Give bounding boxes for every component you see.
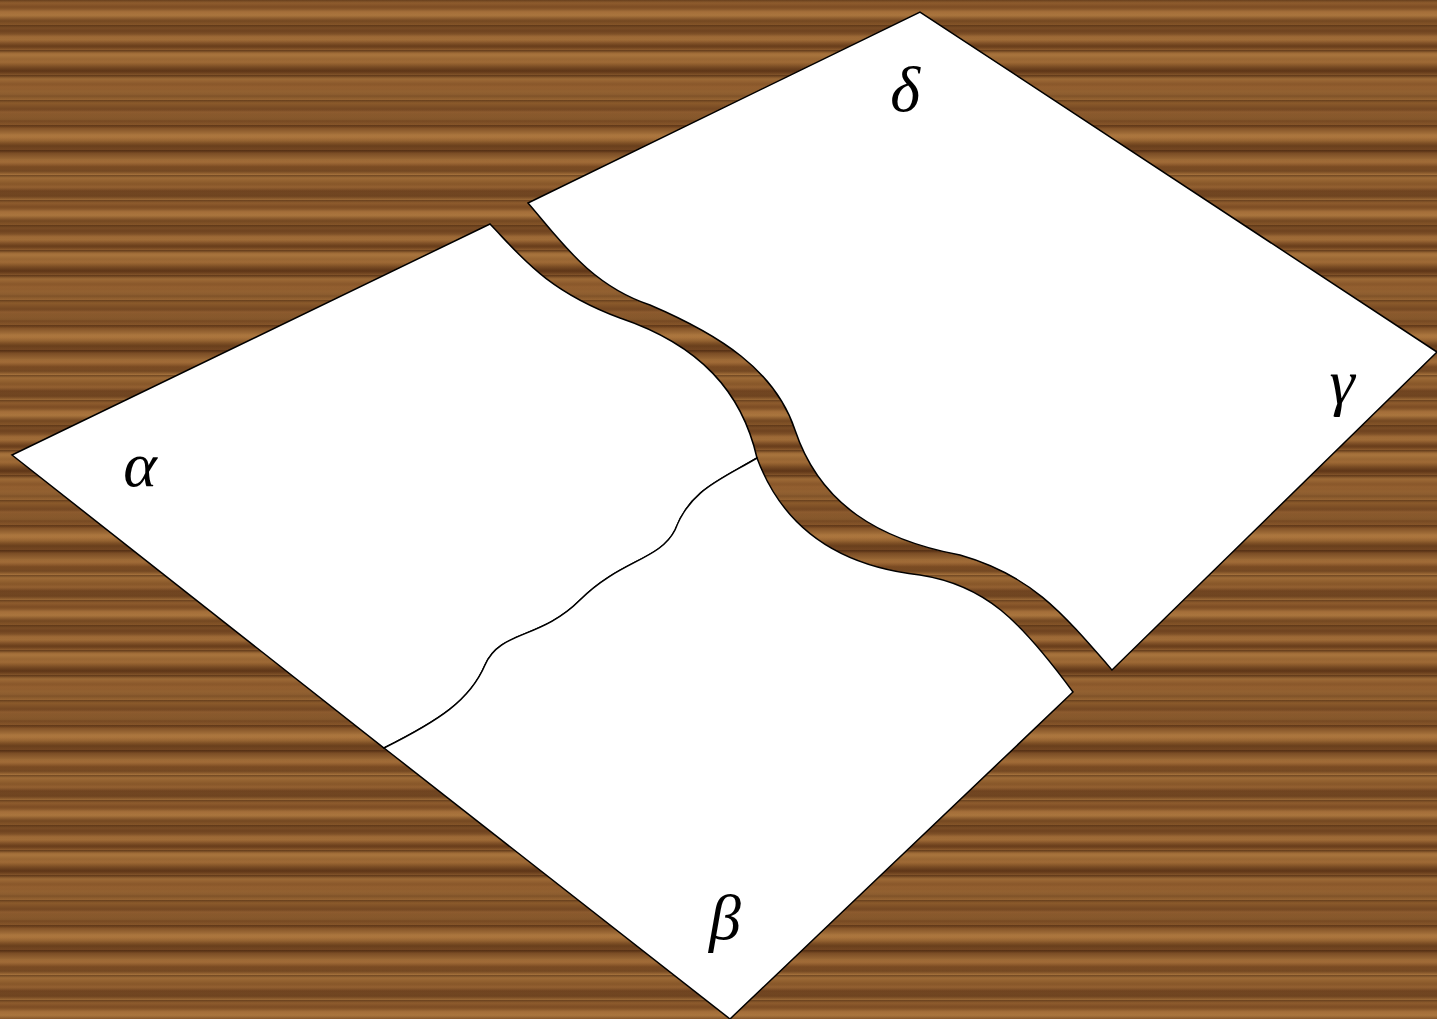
corner-label: β: [709, 886, 741, 950]
corner-label: δ: [890, 58, 920, 122]
corner-label: γ: [1329, 350, 1354, 414]
paper-piece: [384, 458, 1073, 1019]
corner-label: α: [123, 433, 157, 497]
